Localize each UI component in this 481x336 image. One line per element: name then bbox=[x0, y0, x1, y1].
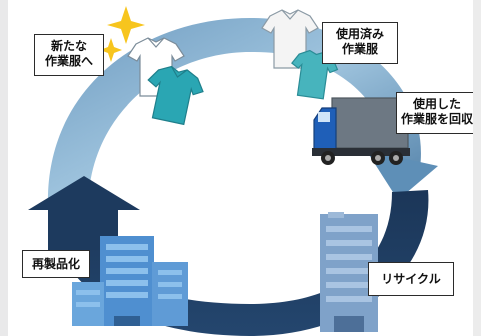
label-remanufacture-text: 再製品化 bbox=[31, 257, 80, 271]
truck-icon bbox=[312, 97, 410, 165]
label-recycle-text: リサイクル bbox=[381, 272, 441, 286]
label-collect-line2: 作業服を回収 bbox=[400, 112, 473, 126]
label-used-uniform-line2: 作業服 bbox=[341, 42, 378, 56]
label-remanufacture: 再製品化 bbox=[22, 250, 90, 278]
label-used-uniform-line1: 使用済み bbox=[335, 27, 384, 41]
label-new-uniform: 新たな 作業服へ bbox=[34, 34, 104, 76]
label-new-uniform-line1: 新たな bbox=[50, 39, 87, 53]
cycle-arrowhead-right bbox=[366, 150, 438, 200]
label-recycle: リサイクル bbox=[368, 262, 454, 296]
label-collect-line1: 使用した bbox=[412, 97, 461, 111]
label-new-uniform-line2: 作業服へ bbox=[44, 54, 93, 68]
teal-shirt-icon bbox=[147, 65, 204, 126]
label-collect: 使用した 作業服を回収 bbox=[396, 92, 478, 134]
label-used-uniform: 使用済み 作業服 bbox=[322, 22, 398, 64]
building-icon bbox=[72, 236, 188, 326]
cycle-arrow-up bbox=[28, 176, 140, 250]
sparkle-icon bbox=[100, 6, 145, 62]
